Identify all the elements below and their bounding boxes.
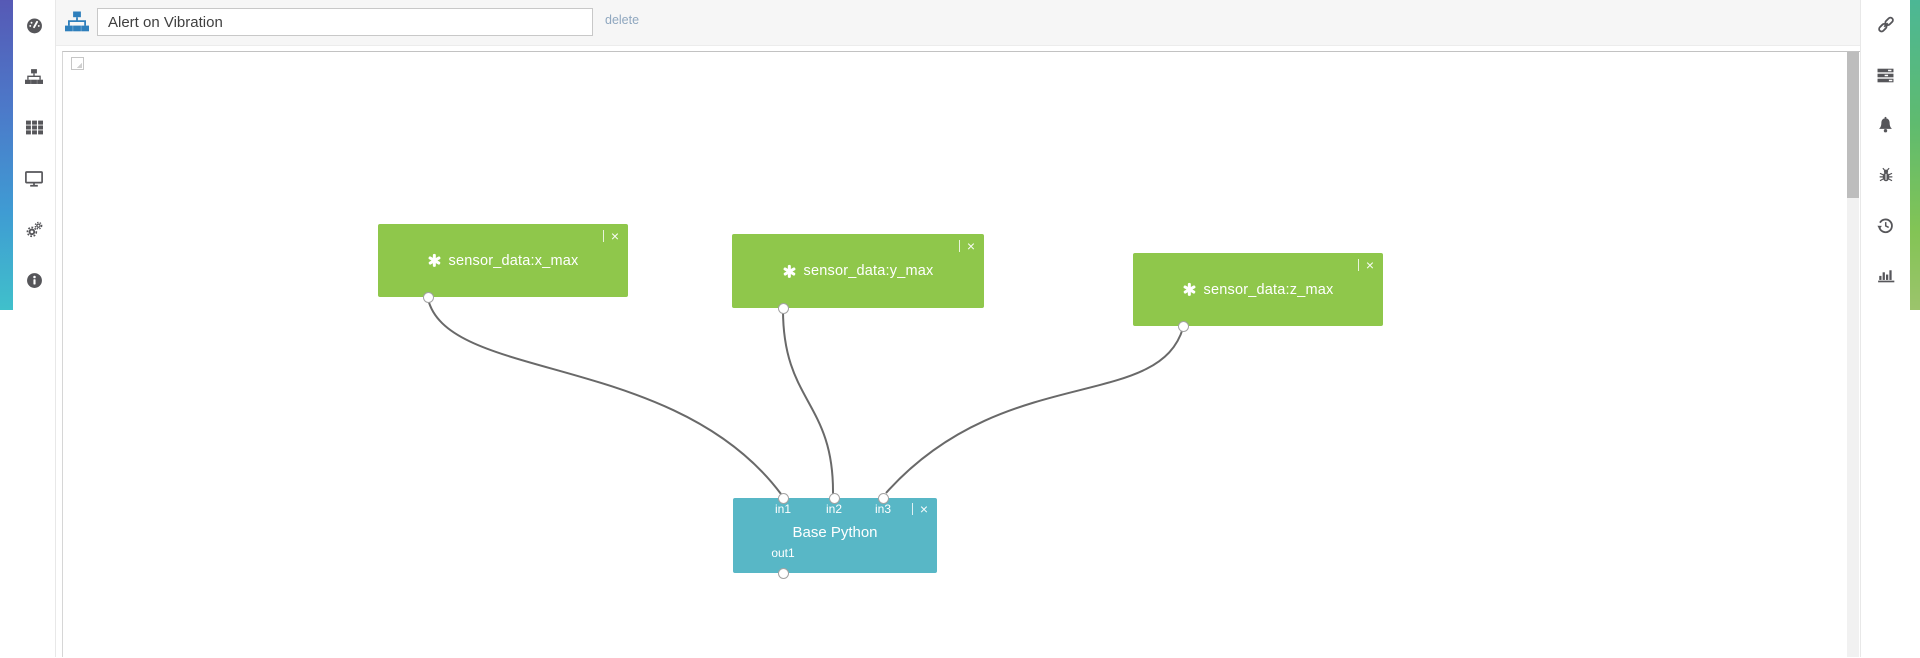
bug-icon xyxy=(1878,167,1894,184)
asterisk-icon xyxy=(427,254,441,268)
node-label: Base Python xyxy=(792,524,878,541)
node-close-button[interactable]: × xyxy=(1357,256,1374,273)
wire-sensor-y-to-in2 xyxy=(782,309,835,495)
asterisk-icon xyxy=(782,264,796,278)
sitemap-icon xyxy=(25,68,43,85)
divider xyxy=(1357,259,1359,271)
sidebar-item-displays[interactable] xyxy=(13,153,55,204)
bar-chart-icon xyxy=(1877,267,1895,283)
workflow-icon xyxy=(64,9,90,34)
input-port-label: in1 xyxy=(774,502,792,516)
node-close-button[interactable]: × xyxy=(911,500,928,517)
sidebar-item-tables[interactable] xyxy=(13,102,55,153)
bell-icon xyxy=(1877,116,1894,134)
port-base-python-in2[interactable] xyxy=(828,492,840,504)
sidebar-item-dashboard[interactable] xyxy=(13,0,55,51)
sidebar-item-links[interactable] xyxy=(1861,0,1910,50)
input-port-label: in3 xyxy=(874,502,892,516)
node-sensor-z-max[interactable]: × sensor_data:z_max xyxy=(1133,253,1383,326)
node-close-button[interactable]: × xyxy=(602,227,619,244)
node-label: sensor_data:x_max xyxy=(448,252,579,269)
divider xyxy=(958,240,960,252)
divider xyxy=(911,503,913,515)
sidebar-item-tasks[interactable] xyxy=(1861,50,1910,100)
left-gradient-strip xyxy=(0,0,13,310)
node-sensor-y-max[interactable]: × sensor_data:y_max xyxy=(732,234,984,308)
port-sensor-z-out[interactable] xyxy=(1177,320,1189,332)
asterisk-icon xyxy=(1182,283,1196,297)
tasks-icon xyxy=(1877,68,1894,83)
port-base-python-in1[interactable] xyxy=(777,492,789,504)
node-label: sensor_data:z_max xyxy=(1203,281,1334,298)
sidebar-item-debug[interactable] xyxy=(1861,150,1910,200)
gauge-icon xyxy=(26,17,43,34)
table-icon xyxy=(25,120,43,135)
delete-workflow-link[interactable]: delete xyxy=(605,13,640,27)
node-label-row: sensor_data:z_max xyxy=(1133,253,1383,326)
workflow-title-input[interactable] xyxy=(97,8,593,36)
history-icon xyxy=(1877,217,1894,234)
port-base-python-in3[interactable] xyxy=(877,492,889,504)
sidebar-item-alerts[interactable] xyxy=(1861,100,1910,150)
gears-icon xyxy=(25,221,43,238)
top-bar: delete xyxy=(56,0,1860,46)
divider xyxy=(602,230,604,242)
close-icon[interactable]: × xyxy=(966,237,975,254)
sidebar-item-metrics[interactable] xyxy=(1861,250,1910,300)
close-icon[interactable]: × xyxy=(610,227,619,244)
node-label-row: sensor_data:y_max xyxy=(732,234,984,308)
port-base-python-out1[interactable] xyxy=(777,567,789,579)
desktop-icon xyxy=(25,170,43,187)
input-port-label: in2 xyxy=(825,502,843,516)
canvas-vertical-scrollbar[interactable] xyxy=(1847,52,1859,657)
sidebar-item-info[interactable] xyxy=(13,255,55,306)
close-icon[interactable]: × xyxy=(1365,256,1374,273)
connection-wires xyxy=(427,298,1184,495)
wire-sensor-x-to-in1 xyxy=(427,298,782,495)
node-label: sensor_data:y_max xyxy=(803,263,934,279)
sidebar-item-workflows[interactable] xyxy=(13,51,55,102)
port-sensor-y-out[interactable] xyxy=(777,302,789,314)
link-icon xyxy=(1877,16,1895,34)
sidebar-item-settings[interactable] xyxy=(13,204,55,255)
right-gradient-strip xyxy=(1910,0,1920,310)
node-label-row: sensor_data:x_max xyxy=(378,224,628,297)
node-sensor-x-max[interactable]: × sensor_data:x_max xyxy=(378,224,628,297)
port-sensor-x-out[interactable] xyxy=(422,291,434,303)
wire-sensor-z-to-in3 xyxy=(885,327,1184,494)
scrollbar-thumb[interactable] xyxy=(1847,52,1859,198)
sidebar-item-history[interactable] xyxy=(1861,200,1910,250)
workflow-canvas[interactable]: × sensor_data:x_max × sensor_data:y_max … xyxy=(62,51,1860,657)
node-base-python[interactable]: in1 in2 in3 × Base Python out1 xyxy=(733,498,937,573)
close-icon[interactable]: × xyxy=(919,500,928,517)
canvas-select-checkbox[interactable] xyxy=(71,57,84,70)
node-close-button[interactable]: × xyxy=(958,237,975,254)
output-port-label: out1 xyxy=(771,546,795,560)
info-icon xyxy=(26,272,43,289)
right-sidebar xyxy=(1860,0,1910,657)
left-sidebar xyxy=(13,0,56,657)
